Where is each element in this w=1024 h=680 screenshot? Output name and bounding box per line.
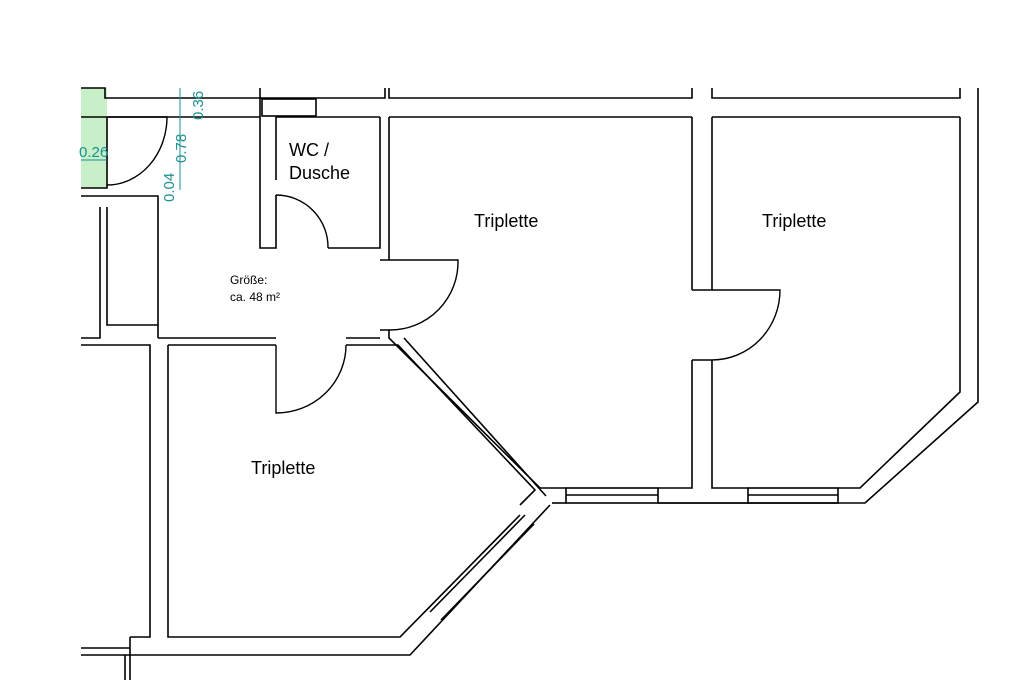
size-note-value: ca. 48 m² xyxy=(230,290,280,304)
dimension-label: 0.36 xyxy=(190,91,207,120)
room-label-triplette-center: Triplette xyxy=(474,211,538,231)
dimension-lines: 0.36 0.78 0.04 0.26 xyxy=(79,88,207,202)
room-label-triplette-lower: Triplette xyxy=(251,458,315,478)
walls xyxy=(81,87,979,680)
dimension-label: 0.78 xyxy=(173,134,190,163)
dimension-label: 0.04 xyxy=(161,173,178,202)
size-note-label: Größe: xyxy=(230,273,267,287)
room-label-wc: WC / xyxy=(289,140,329,160)
dimension-label: 0.26 xyxy=(79,144,108,161)
room-label-triplette-right: Triplette xyxy=(762,211,826,231)
room-label-wc-2: Dusche xyxy=(289,163,350,183)
doors xyxy=(106,116,781,414)
highlighted-area xyxy=(81,88,107,188)
